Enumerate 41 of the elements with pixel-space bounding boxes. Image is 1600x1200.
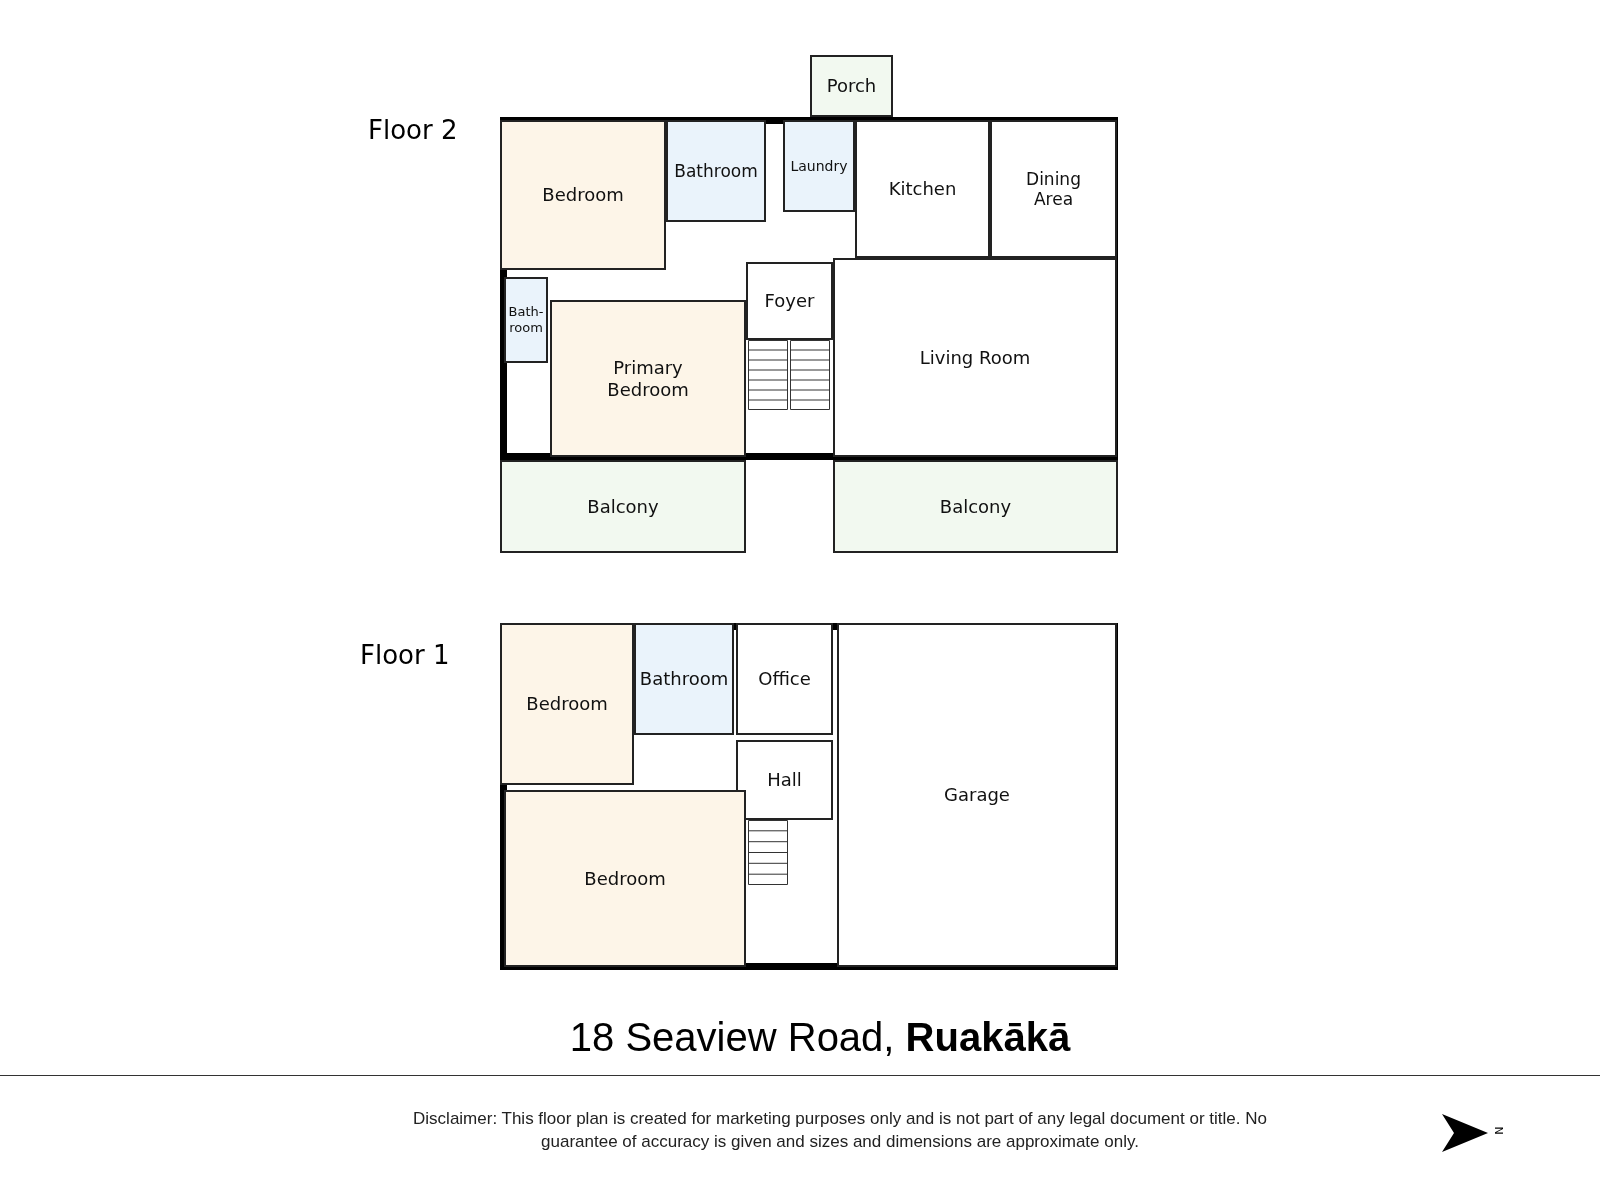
room-area [837,623,1117,967]
room-label: Bedroom [542,184,624,206]
room-area [990,120,1117,258]
room-area [736,623,833,735]
room-area [855,120,990,258]
floor-label: Floor 1 [360,640,450,670]
room-label: Bathroom [639,668,729,690]
room-area [500,460,746,553]
room-area [736,740,833,820]
room-area [504,790,746,967]
room-label: Primary Bedroom [606,356,690,401]
room-area [504,277,548,363]
room-label: Office [758,668,811,690]
room-area [666,120,766,222]
room-label: Bedroom [584,867,666,890]
north-label: N [1491,1126,1505,1135]
room-label: Porch [826,75,877,97]
room-label: Balcony [939,495,1012,518]
room-label: Laundry [790,157,848,175]
room-label: Living Room [919,346,1031,369]
room-label: Bath-room [507,304,545,336]
room-area [500,623,634,785]
disclaimer-text: Disclaimer: This floor plan is created for marketing purposes only and is not part of any legal document or title. No guarantee of accuracy is given and sizes and dimensions are approximate only. [412,1108,1268,1153]
room-area [810,55,893,117]
room-area [783,120,855,212]
room-label: Hall [767,769,802,791]
room-label: Kitchen [888,178,957,200]
address-title: 18 Seaview Road, Ruakākā [568,1015,1072,1060]
room-area [550,300,746,457]
room-label: Bathroom [674,160,758,182]
room-label: Dining Area [1025,168,1082,210]
room-area [634,623,734,735]
room-label: Foyer [764,290,815,312]
room-label: Bedroom [526,693,608,715]
room-label: Balcony [587,495,659,518]
room-area [746,262,833,340]
floor-label: Floor 2 [368,115,458,145]
room-label: Garage [944,784,1010,806]
room-area [833,460,1118,553]
room-area [833,258,1117,457]
room-area [500,120,666,270]
